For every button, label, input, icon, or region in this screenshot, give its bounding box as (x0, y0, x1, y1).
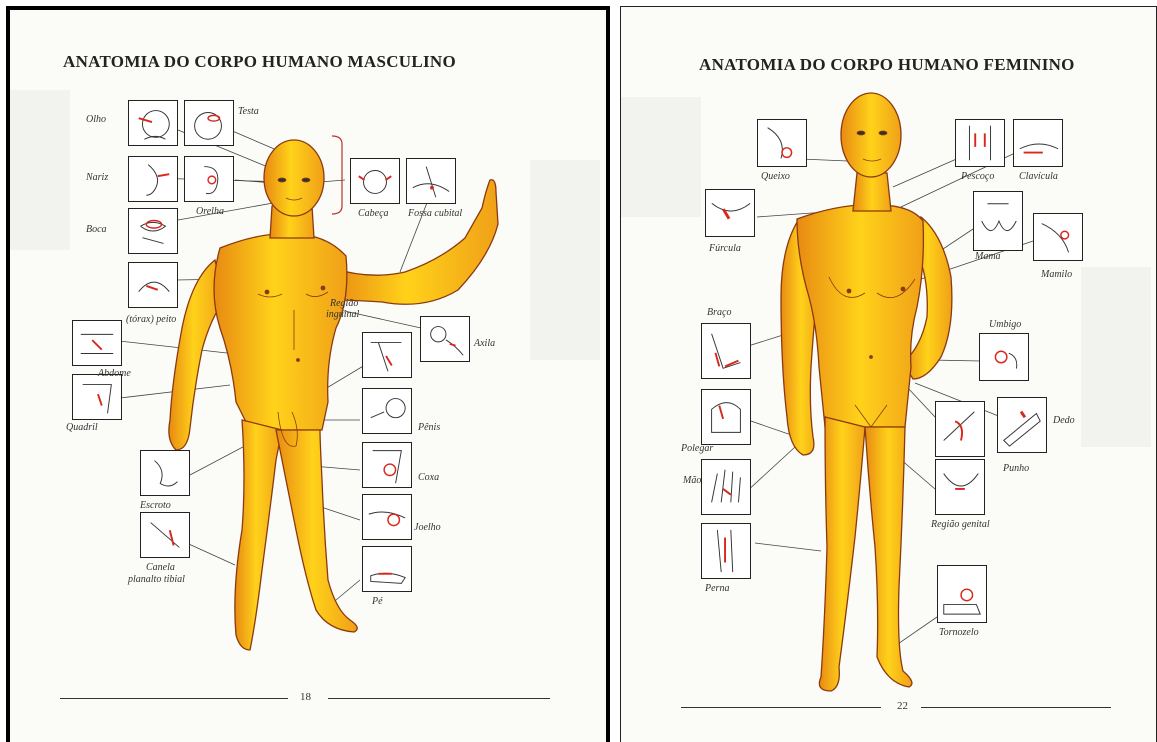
pe-thumbnail (362, 546, 412, 592)
boca-thumbnail (128, 208, 178, 254)
label-torax-peito: (tórax) peito (126, 314, 176, 325)
label-orelha: Orelha (196, 206, 224, 217)
nariz-thumbnail (128, 156, 178, 202)
axila-thumbnail (420, 316, 470, 362)
label-quadril: Quadril (66, 422, 98, 433)
fossa-cubital-thumbnail (406, 158, 456, 204)
braco-thumbnail (701, 323, 751, 379)
page-number: 18 (300, 691, 311, 703)
label-boca: Boca (86, 224, 107, 235)
label-dedo: Dedo (1053, 415, 1075, 426)
label-escroto: Escroto (140, 500, 171, 511)
label-planalto-tibial: planalto tibial (128, 574, 185, 585)
label-polegar: Polegar (681, 443, 713, 454)
label-mamilo: Mamilo (1041, 269, 1072, 280)
right-page: ANATOMIA DO CORPO HUMANO FEMININO (620, 6, 1157, 742)
furcula-thumbnail (705, 189, 755, 237)
tornozelo-thumbnail (937, 565, 987, 623)
penis-thumbnail (362, 388, 412, 434)
label-mama: Mama (975, 251, 1001, 262)
orelha-thumbnail (184, 156, 234, 202)
label-penis: Pênis (418, 422, 440, 433)
canela-thumbnail (140, 512, 190, 558)
coxa-thumbnail (362, 442, 412, 488)
label-axila: Axila (474, 338, 495, 349)
testa-thumbnail (184, 100, 234, 146)
dedo-thumbnail (997, 397, 1047, 453)
label-fossa-cubital: Fossa cubital (408, 208, 462, 219)
page-number: 22 (897, 700, 908, 712)
label-regiao-inguinal-2: inguinal (326, 309, 359, 320)
footer-rule-right (921, 707, 1111, 708)
queixo-thumbnail (757, 119, 807, 167)
label-coxa: Coxa (418, 472, 439, 483)
perna-thumbnail (701, 523, 751, 579)
escroto-thumbnail (140, 450, 190, 496)
label-pescoco: Pescoço (961, 171, 994, 182)
label-abdome: Abdome (98, 368, 131, 379)
clavicula-thumbnail (1013, 119, 1063, 167)
footer-rule-right (328, 698, 550, 699)
pescoco-thumbnail (955, 119, 1005, 167)
label-braco: Braço (707, 307, 731, 318)
label-regiao-genital: Região genital (931, 519, 990, 530)
label-furcula: Fúrcula (709, 243, 741, 254)
joelho-thumbnail (362, 494, 412, 540)
punho-thumbnail (935, 401, 985, 457)
abdome-thumbnail (72, 320, 122, 366)
label-umbigo: Umbigo (989, 319, 1021, 330)
regiao-genital-thumbnail (935, 459, 985, 515)
label-clavicula: Clavícula (1019, 171, 1058, 182)
label-cabeca: Cabeça (358, 208, 389, 219)
label-canela: Canela (146, 562, 175, 573)
label-olho: Olho (86, 114, 106, 125)
label-regiao-inguinal-1: Região (330, 298, 358, 309)
label-mao: Mão (683, 475, 701, 486)
umbigo-thumbnail (979, 333, 1029, 381)
label-testa: Testa (238, 106, 259, 117)
olho-thumbnail (128, 100, 178, 146)
footer-rule-left (681, 707, 881, 708)
mama-thumbnail (973, 191, 1023, 251)
polegar-thumbnail (701, 389, 751, 445)
mamilo-thumbnail (1033, 213, 1083, 261)
regiao-inguinal-thumbnail (362, 332, 412, 378)
quadril-thumbnail (72, 374, 122, 420)
peito-thumbnail (128, 262, 178, 308)
label-queixo: Queixo (761, 171, 790, 182)
label-punho: Punho (1003, 463, 1029, 474)
label-tornozelo: Tornozelo (939, 627, 979, 638)
label-perna: Perna (705, 583, 729, 594)
footer-rule-left (60, 698, 288, 699)
left-page: ANATOMIA DO CORPO HUMANO MASCULINO (6, 6, 610, 742)
label-nariz: Nariz (86, 172, 108, 183)
mao-thumbnail (701, 459, 751, 515)
cabeca-thumbnail (350, 158, 400, 204)
label-joelho: Joelho (414, 522, 441, 533)
label-pe: Pé (372, 596, 383, 607)
